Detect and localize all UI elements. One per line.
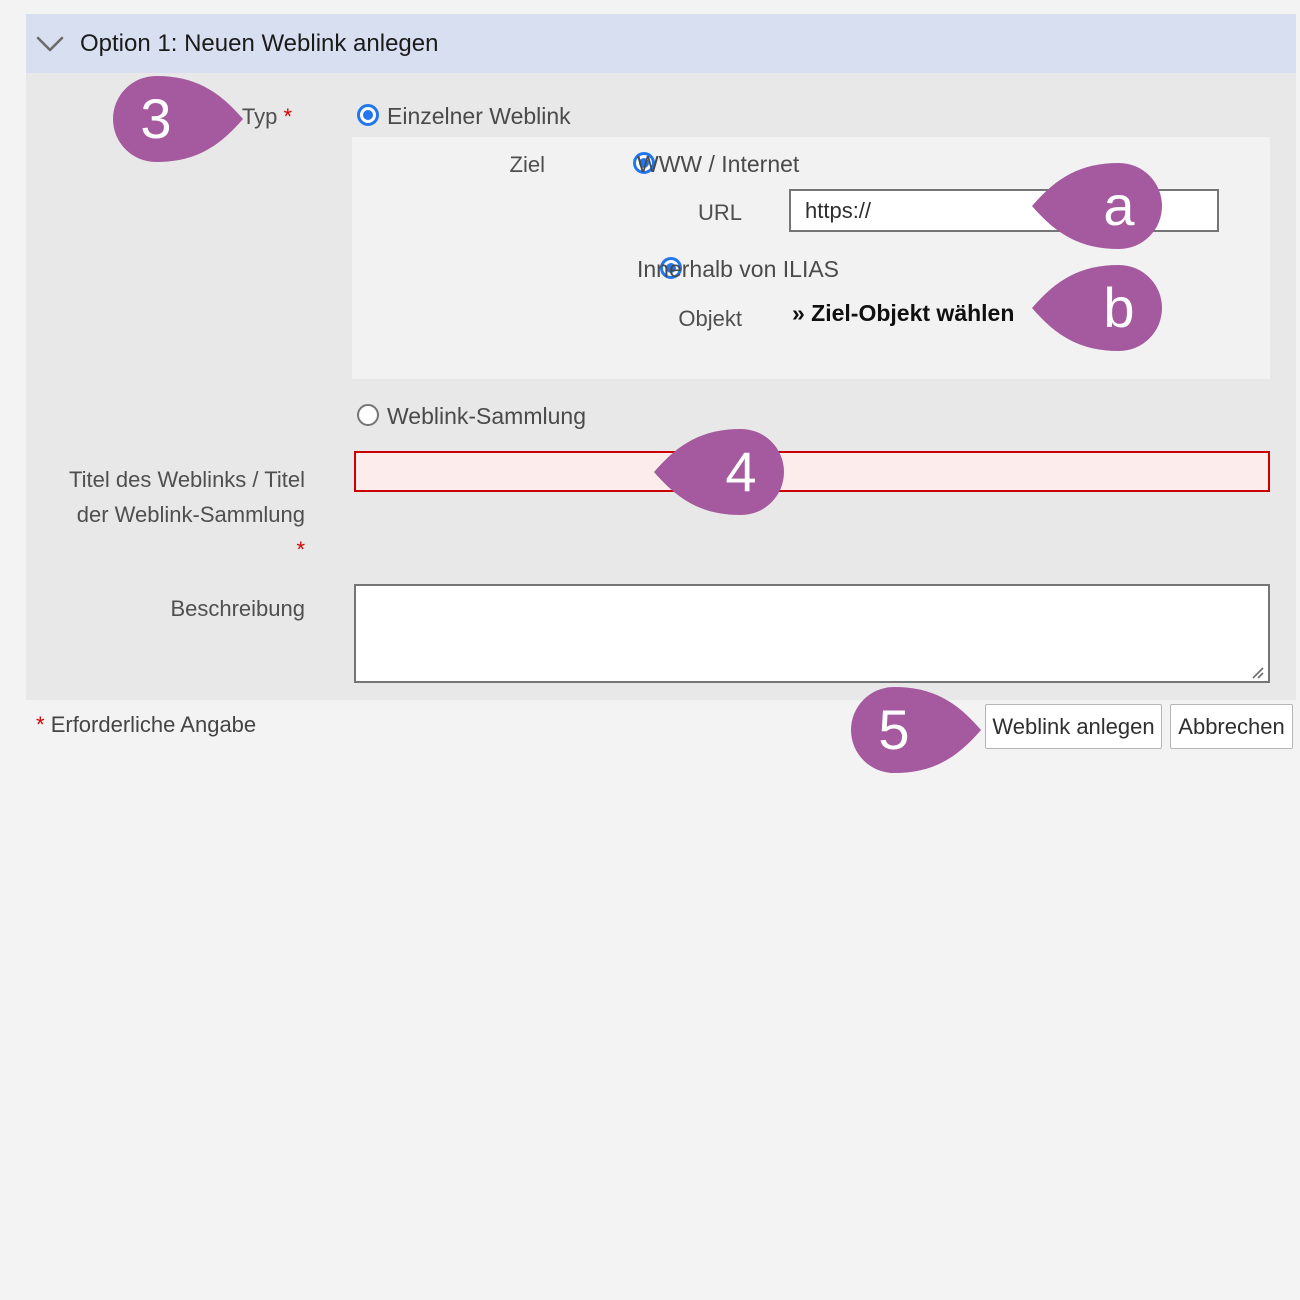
radio-innerhalb-ilias[interactable] [659, 257, 682, 279]
titel-label: Titel des Weblinks / Titel der Weblink-S… [69, 467, 305, 562]
radio-www-internet[interactable] [633, 152, 656, 174]
required-note: * Erforderliche Angabe [36, 712, 257, 737]
objekt-label: Objekt [678, 306, 742, 331]
radio-einzelner-weblink[interactable] [357, 104, 379, 126]
weblink-anlegen-button[interactable]: Weblink anlegen [985, 704, 1162, 749]
typ-label: Typ * [241, 104, 292, 129]
titel-input[interactable] [354, 451, 1270, 492]
beschreibung-label: Beschreibung [170, 596, 305, 621]
textarea-resize-handle[interactable] [1250, 665, 1265, 680]
section-title: Option 1: Neuen Weblink anlegen [80, 29, 439, 57]
radio-innerhalb-ilias-label[interactable]: Innerhalb von ILIAS [637, 256, 840, 282]
ziel-label: Ziel [509, 152, 545, 177]
url-label: URL [697, 200, 742, 225]
beschreibung-textarea[interactable] [354, 584, 1270, 683]
accordion-header[interactable]: Option 1: Neuen Weblink anlegen [26, 14, 1296, 73]
radio-weblink-sammlung[interactable] [357, 404, 379, 426]
ziel-objekt-waehlen-link[interactable]: » Ziel-Objekt wählen [792, 300, 1015, 326]
radio-einzelner-weblink-label[interactable]: Einzelner Weblink [387, 103, 571, 129]
abbrechen-button[interactable]: Abbrechen [1170, 704, 1293, 749]
radio-weblink-sammlung-label[interactable]: Weblink-Sammlung [387, 403, 586, 429]
chevron-down-icon [36, 36, 64, 51]
url-input[interactable] [789, 189, 1219, 232]
radio-www-internet-label[interactable]: WWW / Internet [637, 151, 800, 177]
